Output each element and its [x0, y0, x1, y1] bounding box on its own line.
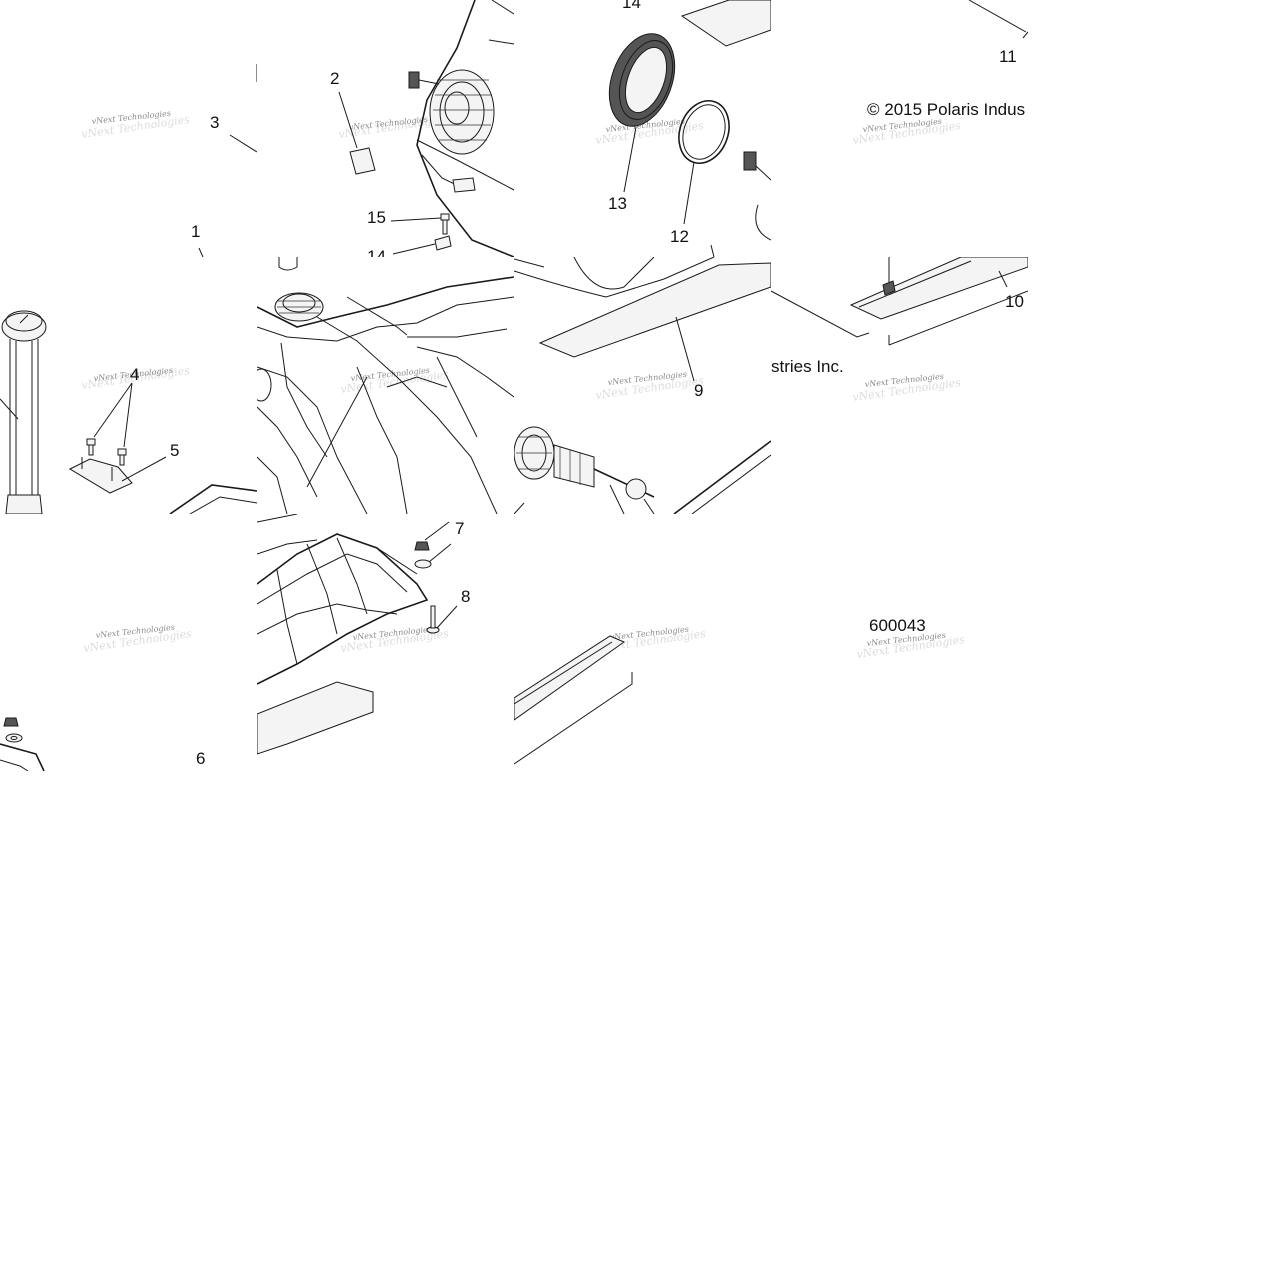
callout-3: 3: [210, 113, 219, 132]
connector-icon: [408, 71, 420, 89]
fuel-pump-assembly: [514, 426, 655, 514]
leader-line-12: [683, 161, 695, 225]
callout-9: 9: [694, 381, 703, 400]
callout-8: 8: [461, 587, 470, 606]
tile-r3-c1: vNext Technologies vNext Technologies 6: [0, 514, 257, 771]
part-7-washer: [414, 559, 432, 569]
part-8-bolt: [426, 605, 440, 634]
leader-line-9: [675, 316, 695, 382]
watermark: vNext Technologies vNext Technologies: [856, 631, 966, 661]
leader-line-tank: [306, 376, 368, 488]
connector-icon: [743, 151, 757, 171]
part-14-clip: [434, 235, 452, 251]
watermark: vNext Technologies vNext Technologies: [852, 372, 962, 404]
leader-line-7-a: [424, 521, 450, 541]
leader-line-10: [998, 270, 1008, 288]
watermark: vNext Technologies vNext Technologies: [595, 370, 705, 402]
fuel-tank-top: [408, 0, 514, 257]
watermark: vNext Technologies vNext Technologies: [595, 117, 705, 147]
callout-15: 15: [367, 208, 386, 227]
leader-line-13: [623, 126, 637, 193]
tile-r2-c5: [1028, 257, 1285, 514]
part-6-fastener: [3, 717, 23, 743]
callout-7: 7: [455, 519, 464, 538]
leader-line-4: [93, 382, 133, 448]
leader-line-11: [968, 0, 1027, 33]
watermark: vNext Technologies vNext Technologies: [852, 117, 962, 147]
leader-line-14: [392, 243, 436, 255]
leader-line-15: [390, 217, 442, 222]
part-9-pad: [538, 262, 771, 358]
part-4-bolts: [86, 438, 127, 466]
callout-14-lower: 14: [367, 247, 386, 257]
part-5-bracket: [68, 458, 133, 494]
callout-5: 5: [170, 441, 179, 460]
callout-2: 2: [330, 69, 339, 88]
watermark: vNext Technologies vNext Technologies: [81, 109, 191, 141]
watermark: vNext Technologies vNext Technologies: [340, 366, 450, 396]
callout-14: 14: [622, 0, 641, 12]
tile-r2-c1: vNext Technologies vNext Technologies: [0, 257, 257, 514]
tile-r2-c2: vNext Technologies vNext Technologies: [257, 257, 514, 514]
tile-r1-c4: vNext Technologies vNext Technologies 11…: [771, 0, 1028, 257]
part-10-rail-end: [514, 635, 626, 721]
copyright-text-right: stries Inc.: [771, 357, 844, 376]
drawing-number: 600043: [869, 616, 926, 635]
leader-line-7-b: [428, 543, 452, 563]
leader-line-5: [121, 456, 167, 482]
tile-r3-c3: vNext Technologies vNext Technologies: [514, 514, 771, 771]
leader-line-1: [198, 247, 204, 257]
callout-4: 4: [130, 365, 139, 384]
tile-r1-c1: vNext Technologies vNext Technologies 3 …: [0, 0, 257, 257]
part-2-pad: [349, 147, 376, 175]
part-14-strip: [680, 0, 771, 47]
tile-r1-c3: vNext Technologies vNext Technologies: [514, 0, 771, 257]
fuel-tank-lower: [257, 514, 429, 755]
callout-12: 12: [670, 227, 689, 246]
leader-line-fuel-cap: [0, 398, 19, 420]
callout-1: 1: [191, 222, 200, 241]
part-7-nut: [414, 541, 430, 551]
tile-r3-c5: [1028, 514, 1285, 771]
tile-r2-c4: vNext Technologies vNext Technologies 10…: [771, 257, 1028, 514]
tile-r2-c3: vNext Technologies vNext Technologies: [514, 257, 771, 514]
callout-11: 11: [999, 47, 1017, 66]
fuel-tank-body: [257, 257, 514, 514]
part-13-lock-ring: [608, 33, 676, 127]
copyright-text-left: © 2015 Polaris Indus: [867, 100, 1025, 119]
part-10-strip: [849, 257, 1028, 320]
leader-line-8: [436, 605, 458, 629]
tile-r1-c2: vNext Technologies vNext Technologies: [257, 0, 514, 257]
tile-r3-c2: vNext Technologies vNext Technologies: [257, 514, 514, 771]
part-12-seal: [678, 100, 730, 164]
tile-r3-c4: vNext Technologies vNext Technologies 60…: [771, 514, 1028, 771]
watermark: vNext Technologies vNext Technologies: [83, 623, 193, 655]
callout-13: 13: [608, 194, 627, 213]
leader-line-2: [338, 91, 358, 149]
tile-r1-c5: [1028, 0, 1285, 257]
part-15-bolt: [440, 213, 450, 235]
callout-6: 6: [196, 749, 205, 768]
callout-10: 10: [1005, 292, 1024, 311]
part-1-fuel-cap: [1, 310, 47, 514]
leader-line-3: [229, 134, 257, 153]
